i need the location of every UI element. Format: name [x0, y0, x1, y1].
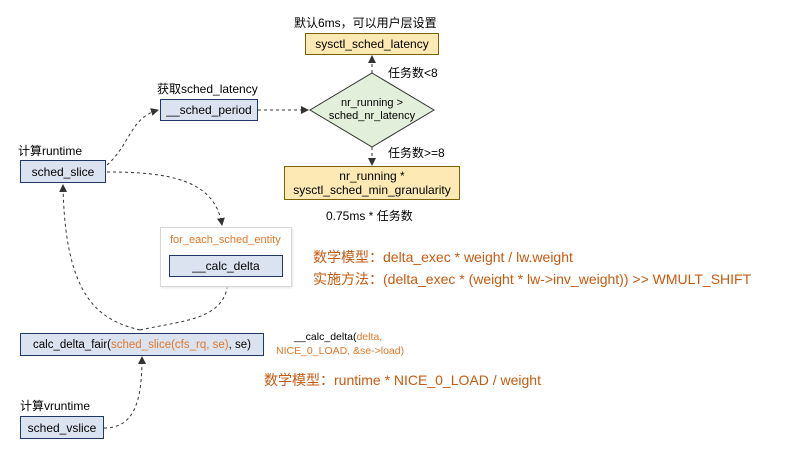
- for-each-group: for_each_sched_entity __calc_delta: [160, 227, 292, 287]
- sched-period-box: __sched_period: [160, 99, 258, 121]
- task-count-lt-label: 任务数<8: [388, 66, 438, 80]
- sched-vslice-box: sched_vslice: [20, 416, 104, 439]
- arrow-fair-to-calcdelta: [139, 277, 232, 331]
- sched-slice-box: sched_slice: [20, 160, 106, 183]
- calc-fair-mid: sched_slice(cfs_rq, se): [111, 338, 229, 351]
- latency-note: 默认6ms，可以用户层设置: [294, 16, 437, 30]
- runtime-label: 计算runtime: [18, 144, 83, 158]
- vruntime-label: 计算vruntime: [20, 399, 91, 413]
- calc-call-fn: __calc_delta(: [294, 331, 357, 343]
- arrow-slice-to-foreach: [106, 171, 225, 226]
- calc-call-arg2: NICE_0_LOAD, &se->load): [276, 345, 405, 357]
- min-gran-line2: sysctl_sched_min_granularity: [293, 183, 451, 197]
- formula-method: 实施方法：(delta_exec * (weight * lw->inv_wei…: [313, 271, 752, 287]
- period-label: 获取sched_latency: [157, 82, 258, 96]
- formula-model-2: 数学模型：runtime * NICE_0_LOAD / weight: [264, 372, 541, 388]
- diamond-line1: nr_running >: [340, 97, 404, 109]
- diamond-line2: sched_nr_latency: [328, 110, 416, 122]
- min-granularity-box: nr_running * sysctl_sched_min_granularit…: [284, 166, 460, 200]
- calc-delta-fair-box: calc_delta_fair(sched_slice(cfs_rq, se),…: [20, 333, 264, 356]
- diamond-label: nr_running > sched_nr_latency: [318, 97, 426, 123]
- min-gran-line1: nr_running *: [339, 169, 405, 183]
- arrow-slice-to-period: [106, 108, 159, 166]
- calc-call-arg1: delta,: [356, 331, 383, 343]
- arrow-fair-to-slice: [59, 184, 141, 331]
- calc-delta-inner-box: __calc_delta: [169, 255, 283, 277]
- calc-delta-call-note: __calc_delta(delta, NICE_0_LOAD, &se->lo…: [276, 330, 404, 358]
- min-gran-note: 0.75ms * 任务数: [326, 209, 413, 223]
- arrow-vslice-to-fair: [103, 356, 146, 429]
- task-count-ge-label: 任务数>=8: [388, 146, 445, 160]
- sysctl-latency-box: sysctl_sched_latency: [305, 33, 439, 55]
- for-each-label: for_each_sched_entity: [170, 234, 281, 246]
- calc-fair-prefix: calc_delta_fair(: [33, 338, 111, 351]
- calc-fair-suffix: , se): [228, 338, 251, 351]
- formula-model-1: 数学模型：delta_exec * weight / lw.weight: [313, 249, 573, 265]
